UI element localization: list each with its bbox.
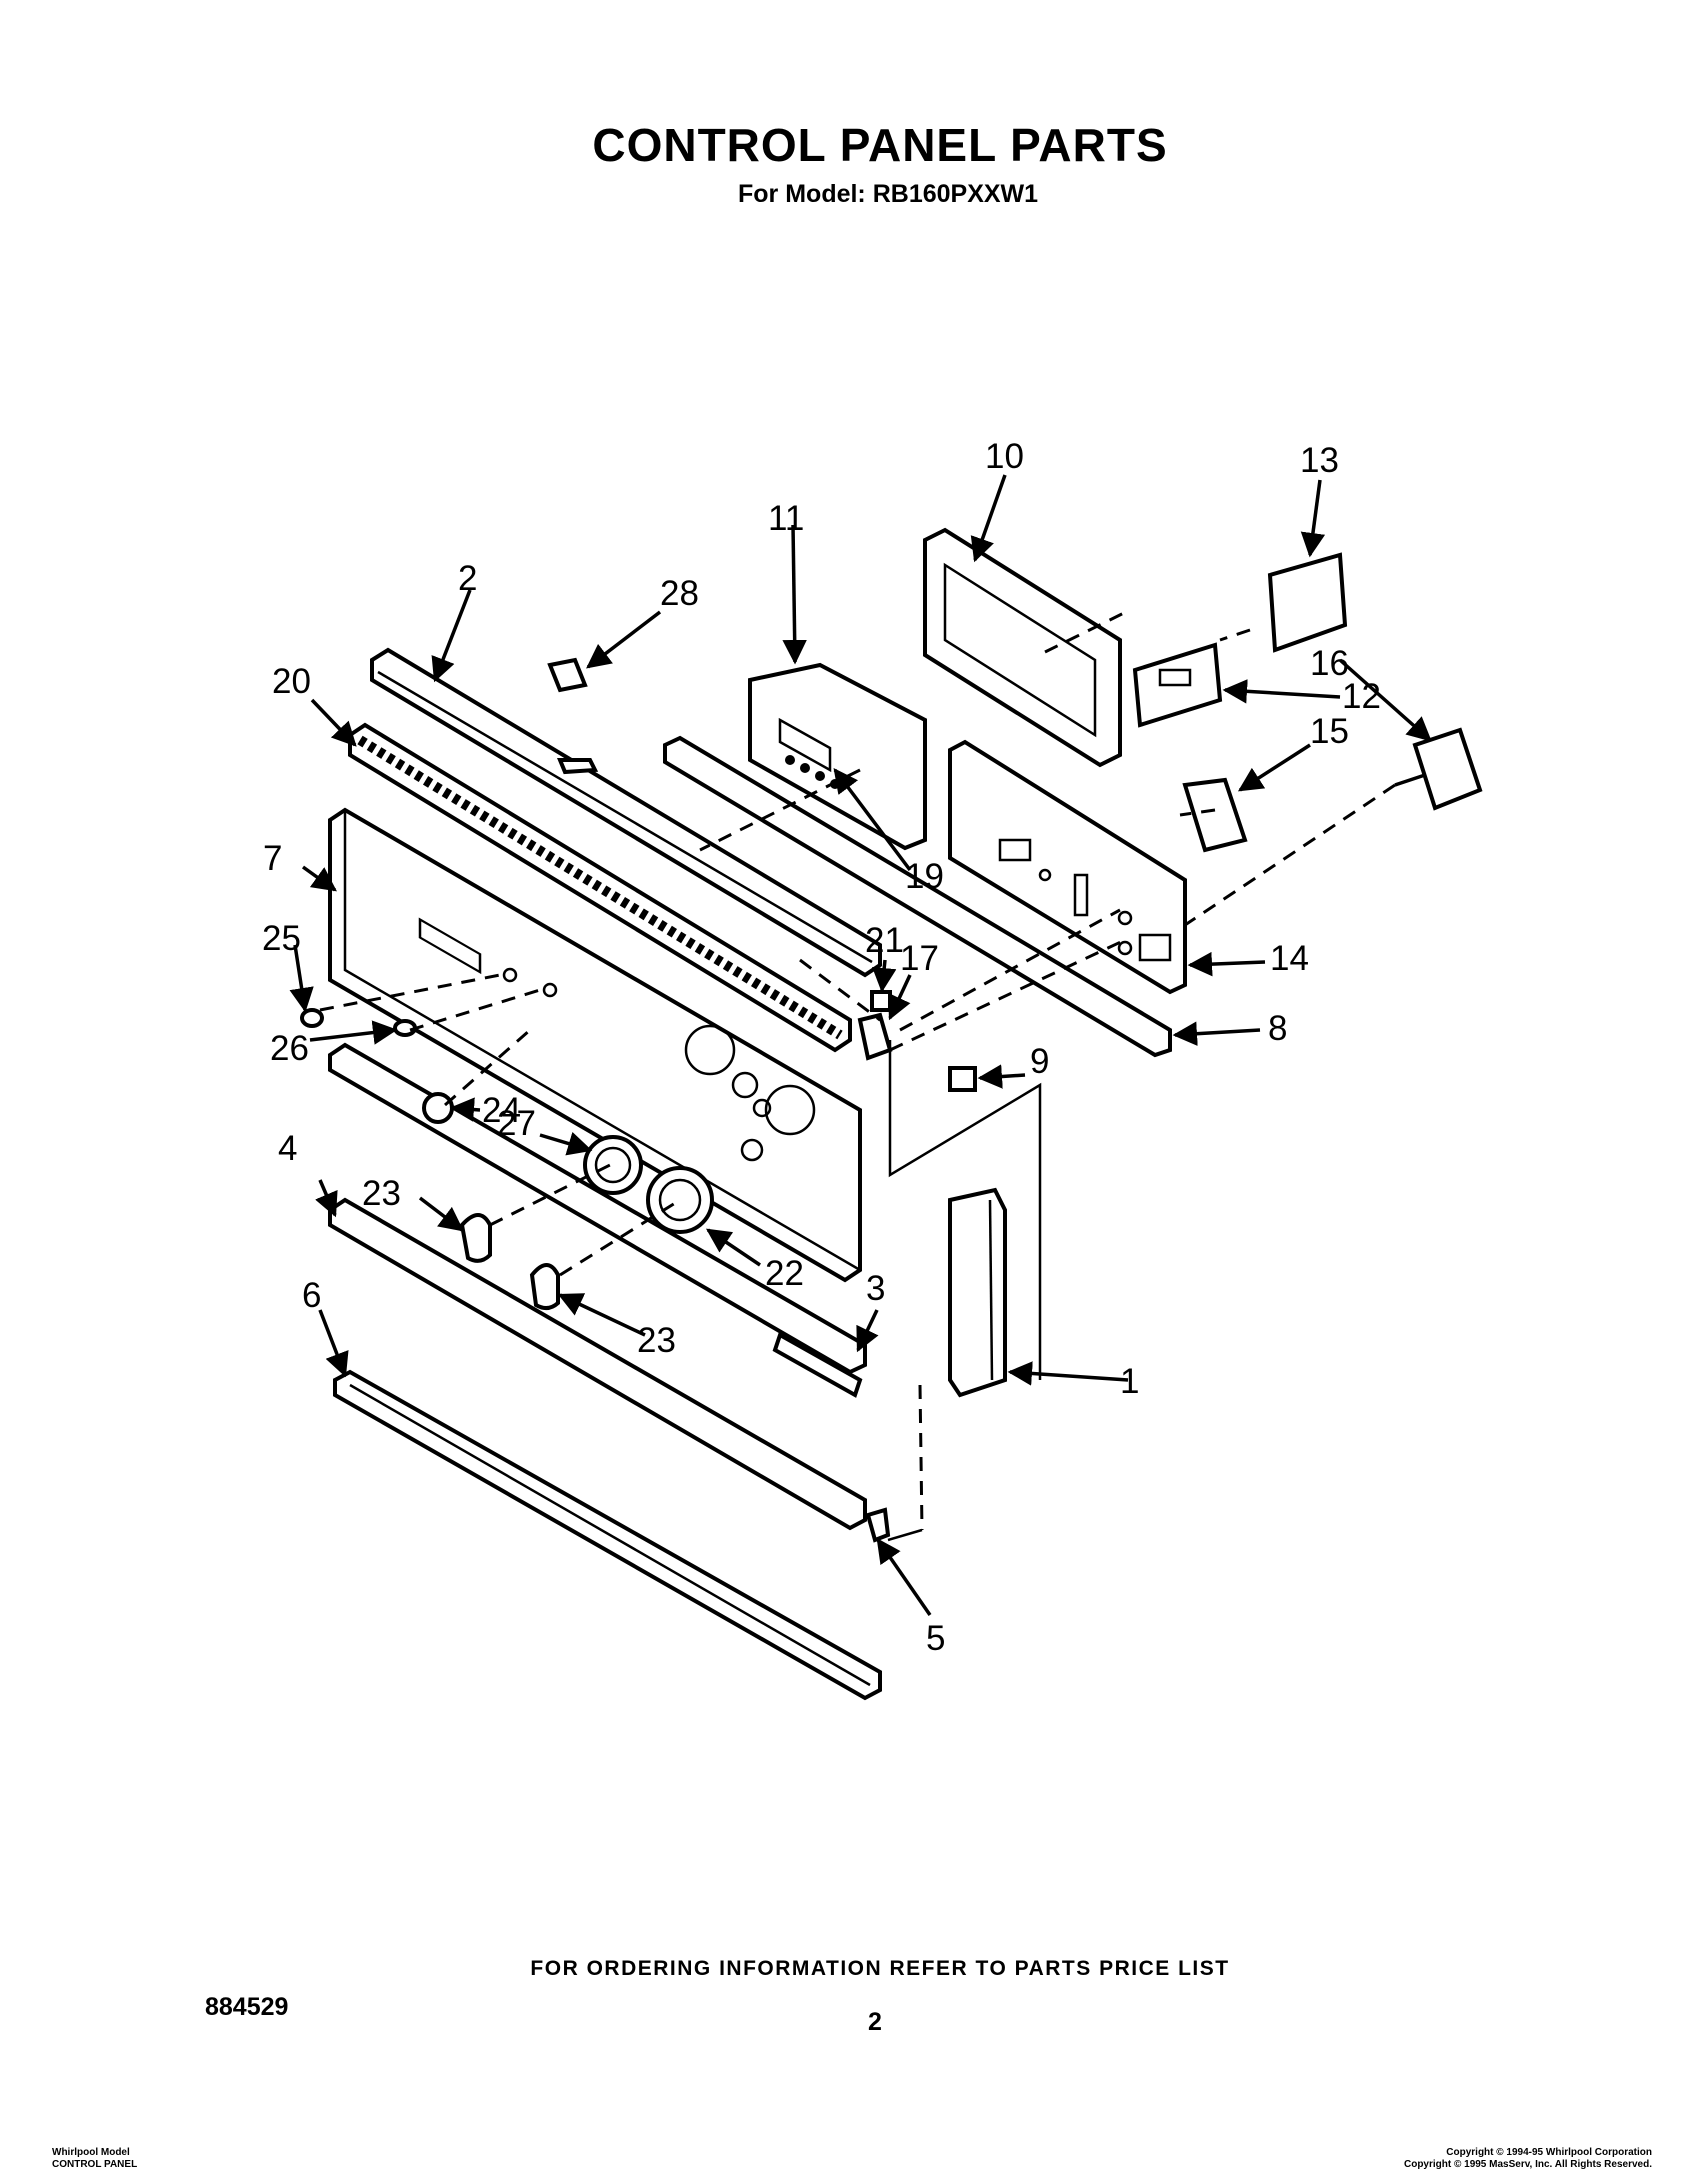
copyright-line-1: Copyright © 1994-95 Whirlpool Corporatio… (1446, 2147, 1652, 2158)
callout-23-upper: 23 (362, 1174, 401, 1213)
part-3-trim-end (772, 1332, 863, 1398)
part-20-vent-strip (348, 722, 852, 1053)
part-2-top-trim (370, 647, 882, 978)
callout-9: 9 (1030, 1042, 1049, 1081)
document-number: 884529 (205, 1993, 289, 2021)
callout-3: 3 (866, 1269, 885, 1308)
callout-12: 12 (1342, 677, 1381, 716)
footer-model-label: Whirlpool Model (52, 2147, 130, 2158)
part-17-bushing (857, 1012, 893, 1061)
page-title: CONTROL PANEL PARTS (592, 119, 1168, 171)
callout-19: 19 (905, 857, 944, 896)
part-6-bottom-bracket (333, 1369, 882, 1701)
part-7-control-panel-face (328, 807, 862, 1283)
part-28-clip (547, 657, 588, 693)
callout-21: 21 (865, 921, 904, 960)
callout-28: 28 (660, 574, 699, 613)
callout-2: 2 (458, 559, 477, 598)
part-23-knob-lower (529, 1263, 560, 1310)
callout-27: 27 (497, 1104, 536, 1143)
page-number: 2 (868, 2008, 882, 2036)
model-subtitle: For Model: RB160PXXW1 (738, 180, 1039, 208)
ordering-note: FOR ORDERING INFORMATION REFER TO PARTS … (530, 1957, 1230, 1980)
callout-15: 15 (1310, 712, 1349, 751)
part-1-side-bracket (948, 1187, 1007, 1398)
callout-17: 17 (900, 939, 939, 978)
callout-20: 20 (272, 662, 311, 701)
leader-arrows (289, 474, 1432, 1616)
callout-14: 14 (1270, 939, 1309, 978)
part-15-relay (1182, 777, 1248, 853)
callout-16: 16 (1310, 644, 1349, 683)
callout-24: 24 (482, 1091, 521, 1130)
callout-26: 26 (270, 1029, 309, 1068)
part-21-spacer (870, 990, 892, 1012)
part-9-clip (948, 1066, 977, 1092)
part-10-panel-frame (923, 527, 1122, 768)
footer-section-label: CONTROL PANEL (52, 2159, 138, 2170)
copyright-line-2: Copyright © 1995 MasServ, Inc. All Right… (1403, 2159, 1652, 2170)
callout-13: 13 (1300, 441, 1339, 480)
part-27-knob-ring (583, 1135, 643, 1195)
part-16-switch (1394, 727, 1483, 811)
callout-1: 1 (1120, 1362, 1139, 1401)
callout-5: 5 (926, 1619, 945, 1658)
callout-labels: 1 2 3 4 5 6 7 8 9 10 11 12 13 14 15 16 1… (262, 437, 1381, 1658)
part-8-rear-rail (663, 735, 1172, 1058)
part-24-light (422, 1092, 454, 1124)
part-5-clip (865, 1507, 891, 1543)
callout-23-lower: 23 (637, 1321, 676, 1360)
footer-right: Copyright © 1994-95 Whirlpool Corporatio… (1404, 2147, 1652, 2171)
part-11-display-module (748, 662, 927, 851)
part-12-connector-bracket (1132, 642, 1223, 728)
callout-10: 10 (985, 437, 1024, 476)
part-4-lower-trim (328, 1042, 867, 1531)
part-22-knob-ring (646, 1166, 714, 1234)
assembly-lines (319, 608, 1396, 1542)
callout-25: 25 (262, 919, 301, 958)
callout-22: 22 (765, 1254, 804, 1293)
part-13-cover (1267, 552, 1348, 653)
callout-4: 4 (278, 1129, 297, 1168)
callout-6: 6 (302, 1276, 321, 1315)
footer-left: Whirlpool Model CONTROL PANEL (52, 2147, 137, 2171)
part-23-knob-upper (459, 1213, 492, 1263)
part-14-circuit-board (948, 739, 1187, 995)
callout-8: 8 (1268, 1009, 1287, 1048)
callout-7: 7 (263, 839, 282, 878)
callout-11: 11 (768, 499, 804, 538)
